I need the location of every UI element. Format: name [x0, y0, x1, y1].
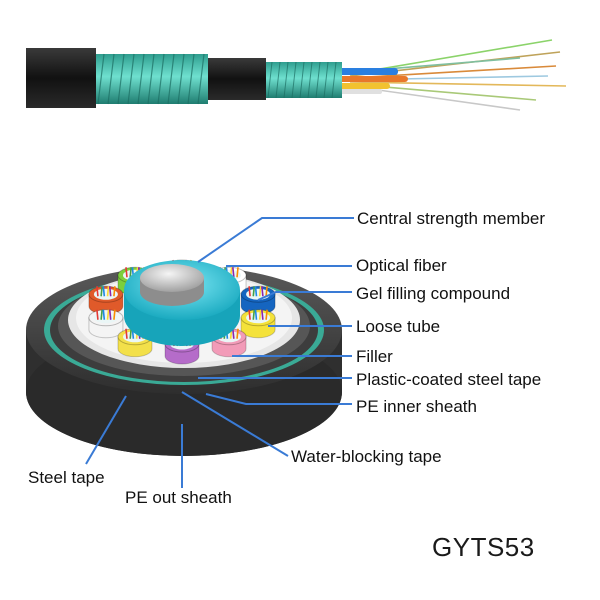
label-central-strength-member: Central strength member	[357, 209, 546, 228]
label-optical-fiber: Optical fiber	[356, 256, 447, 275]
label-filler: Filler	[356, 347, 393, 366]
central-strength-member	[140, 264, 204, 292]
label-gel-filling-compound: Gel filling compound	[356, 284, 511, 303]
label-pe-out-sheath: PE out sheath	[125, 488, 232, 507]
loose-tubes-exposed	[338, 68, 408, 94]
loose-tube	[88, 309, 124, 339]
label-steel-tape: Steel tape	[28, 468, 105, 487]
model-code: GYTS53	[432, 532, 535, 562]
outer-sheath-segment	[26, 48, 96, 108]
inner-steel-tape-segment	[266, 62, 342, 98]
leader-water-blocking-tape	[181, 391, 289, 457]
loose-tube	[240, 285, 276, 315]
label-water-blocking-tape: Water-blocking tape	[291, 447, 442, 466]
leader-pe-inner-sheath	[205, 393, 352, 405]
cross-section	[26, 259, 342, 456]
leader-gel-filling-compound	[257, 291, 352, 301]
label-plastic-coated-steel-tape: Plastic-coated steel tape	[356, 370, 542, 389]
loose-tube	[240, 309, 276, 339]
leader-central-strength-member	[197, 217, 354, 263]
leader-steel-tape	[85, 395, 127, 465]
loose-tube	[88, 285, 124, 315]
label-loose-tube: Loose tube	[356, 317, 441, 336]
label-pe-inner-sheath: PE inner sheath	[356, 397, 477, 416]
inner-sheath-segment	[208, 58, 266, 100]
stripped-cable	[26, 39, 567, 111]
loose-tube	[117, 328, 153, 358]
leader-lines	[85, 217, 354, 488]
